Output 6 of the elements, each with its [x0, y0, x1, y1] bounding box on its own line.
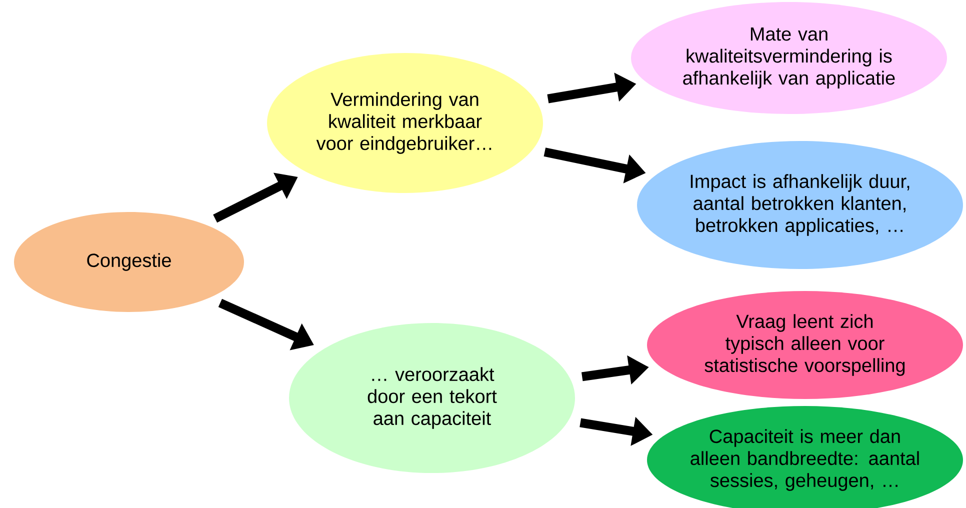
ellipse-node: Vermindering van kwaliteit merkbaar voor eindgebruiker… — [267, 53, 543, 193]
ellipse-node: … veroorzaakt door een tekort aan capaciteit — [289, 323, 575, 473]
ellipse-node: Congestie — [14, 212, 244, 312]
ellipse-node: Mate van kwaliteitsvermindering is afhankelijk van applicatie — [631, 2, 947, 114]
ellipse-node: Impact is afhankelijk duur, aantal betrokken klanten, betrokken applicaties, … — [637, 141, 963, 269]
ellipse-node: Vraag leent zich typisch alleen voor statistische voorspelling — [647, 291, 963, 399]
